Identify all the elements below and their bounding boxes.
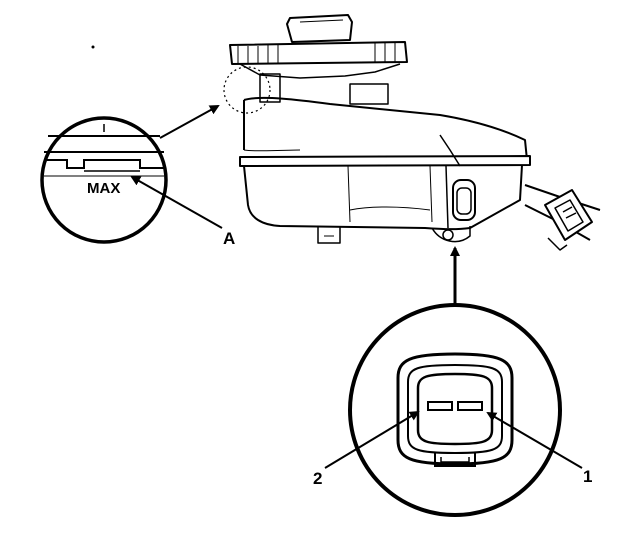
connector-detail-circle xyxy=(348,303,562,517)
brake-fluid-reservoir xyxy=(229,14,601,251)
max-level-detail-circle xyxy=(40,116,168,244)
callout-arrows xyxy=(130,105,583,469)
callout-1-label: 1 xyxy=(583,467,593,486)
callout-a-label: A xyxy=(223,229,236,248)
callout-2-label: 2 xyxy=(313,469,323,488)
max-mark-label: MAX xyxy=(87,180,121,197)
max-detail-marker xyxy=(223,66,271,114)
